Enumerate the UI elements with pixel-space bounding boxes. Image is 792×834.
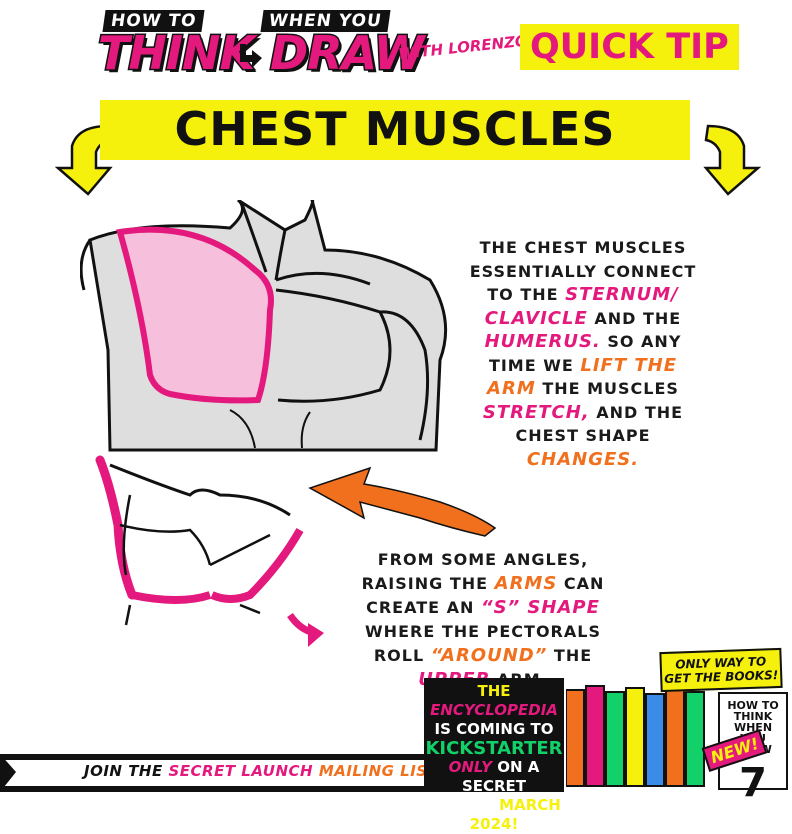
ks-the: THE	[477, 682, 511, 700]
paragraph-s-shape: FROM SOME ANGLES, RAISING THE ARMS CAN C…	[338, 548, 628, 692]
ks-on-a: ON A SECRET	[461, 758, 540, 795]
p1-text-e: AND THE CHEST SHAPE	[515, 402, 684, 446]
mailing-list: MAILING LIST!	[318, 762, 446, 780]
p1-text-d: THE MUSCLES	[542, 379, 679, 398]
p2-text-b: CAN CREATE AN	[366, 574, 605, 617]
p2-arms-highlight: ARMS	[494, 573, 558, 594]
mailing-join: JOIN THE	[84, 762, 163, 780]
paragraph-sternum: THE CHEST MUSCLES ESSENTIALLY CONNECT TO…	[466, 236, 700, 471]
ks-kickstarter: KICKSTARTER	[425, 738, 563, 759]
p1-stretch-highlight: STRETCH,	[482, 401, 590, 423]
p2-text-c: WHERE THE PECTORALS ROLL	[365, 622, 601, 665]
p1-changes-highlight: CHANGES.	[526, 448, 640, 470]
mailing-list-link[interactable]: JOIN THE SECRET LAUNCH MAILING LIST!	[84, 762, 446, 780]
ks-only: ONLY	[448, 758, 492, 776]
p2-around-highlight: “AROUND”	[430, 645, 548, 666]
p2-text-a: FROM SOME ANGLES, RAISING THE	[361, 550, 589, 593]
right-arrow-icon	[703, 124, 762, 196]
footer-strip	[0, 752, 792, 792]
p1-sternum-highlight: STERNUM/ CLAVICLE	[484, 284, 679, 329]
p1-text-b: AND THE	[594, 308, 682, 328]
logo-think: THINK	[96, 26, 256, 80]
kickstarter-box: THE ENCYCLOPEDIA IS COMING TO KICKSTARTE…	[424, 678, 564, 833]
quick-tip-badge: QUICK TIP	[520, 24, 739, 70]
p2-text-d: THE	[553, 646, 593, 665]
p1-text-c: SO ANY TIME WE	[488, 332, 682, 375]
only-way-badge: ONLY WAY TO GET THE BOOKS!	[659, 647, 783, 693]
chest-raised-arms-illustration	[90, 455, 340, 655]
volume-number: 7	[739, 760, 767, 806]
logo-draw: DRAW	[268, 26, 425, 80]
logo-arrow-icon	[236, 42, 264, 72]
ks-coming: IS COMING TO	[434, 720, 554, 738]
orange-arrow-icon	[300, 458, 500, 548]
p1-text-a: THE CHEST MUSCLES ESSENTIALLY CONNECT TO…	[469, 238, 697, 304]
chest-front-illustration	[79, 198, 490, 480]
p2-s-shape-highlight: “S” SHAPE	[481, 597, 600, 618]
ks-encyclopedia: ENCYCLOPEDIA	[430, 701, 558, 719]
p1-lift-highlight: LIFT THE ARM	[487, 354, 678, 400]
ks-date-in: DATE IN	[427, 796, 494, 814]
mailing-secret: SECRET LAUNCH	[168, 762, 314, 780]
p1-humerus-highlight: HUMERUS.	[484, 331, 601, 352]
page-title: CHEST MUSCLES	[100, 100, 690, 160]
book-stack	[565, 684, 716, 788]
